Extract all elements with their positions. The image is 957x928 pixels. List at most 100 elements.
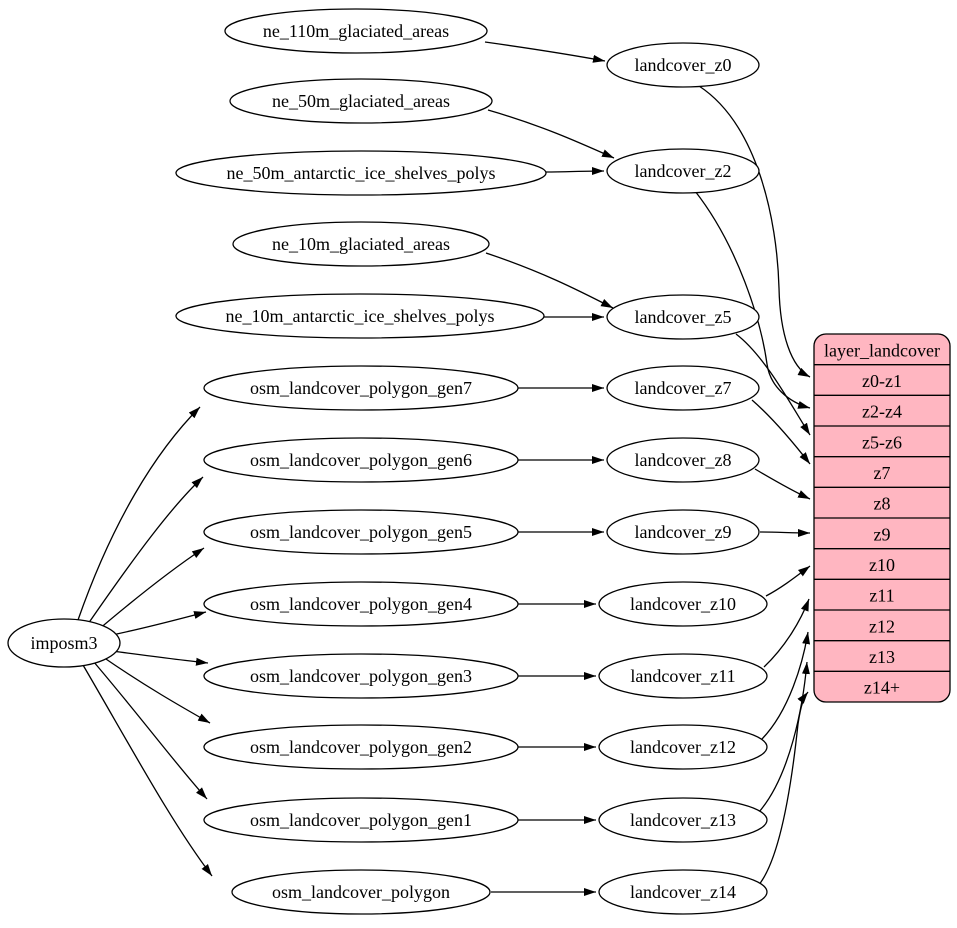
edge-imposm3-to-osm_landcover_polygon_gen5 bbox=[97, 547, 205, 631]
node-label: imposm3 bbox=[30, 633, 97, 653]
record-row-z2-z4: z2-z4 bbox=[862, 402, 902, 422]
node-landcover_z10: landcover_z10 bbox=[598, 581, 768, 627]
node-label: osm_landcover_polygon_gen5 bbox=[250, 522, 472, 542]
record-row-z7: z7 bbox=[874, 463, 891, 483]
node-label: ne_110m_glaciated_areas bbox=[263, 21, 449, 41]
edge-imposm3-to-osm_landcover_polygon_gen3 bbox=[111, 650, 209, 666]
node-label: landcover_z5 bbox=[635, 307, 732, 327]
node-landcover_z5: landcover_z5 bbox=[606, 294, 760, 340]
node-ellipse bbox=[606, 42, 760, 88]
node-label: landcover_z2 bbox=[635, 161, 732, 181]
node-ne_10m_glaciated_areas: ne_10m_glaciated_areas bbox=[232, 221, 490, 267]
node-ellipse bbox=[606, 509, 760, 555]
node-label: osm_landcover_polygon_gen4 bbox=[250, 594, 472, 614]
edge-ne_10m_glaciated_areas-to-landcover_z5 bbox=[485, 252, 614, 309]
node-landcover_z9: landcover_z9 bbox=[606, 509, 760, 555]
node-label: landcover_z13 bbox=[630, 810, 736, 830]
edge-imposm3-to-osm_landcover_polygon_gen2 bbox=[102, 656, 211, 724]
table-node-layer_landcover: layer_landcover z0-z1 z2-z4 z5-z6 z7 z8 z9 z10 z… bbox=[813, 333, 951, 703]
edge-ne_110m_glaciated_areas-to-landcover_z0 bbox=[484, 41, 606, 63]
node-ellipse bbox=[175, 150, 547, 196]
node-label: landcover_z10 bbox=[630, 594, 736, 614]
node-ellipse bbox=[203, 581, 519, 627]
node-osm_landcover_polygon_gen5: osm_landcover_polygon_gen5 bbox=[203, 509, 519, 555]
node-ellipse bbox=[203, 365, 519, 411]
record-row-z10: z10 bbox=[869, 555, 895, 575]
edge-landcover_z7-to-row-z7 bbox=[751, 399, 811, 465]
edge-landcover_z9-to-row-z9 bbox=[759, 528, 811, 537]
edge-imposm3-to-osm_landcover_polygon_gen7 bbox=[77, 406, 201, 621]
node-ne_10m_antarctic_ice_shelves_polys: ne_10m_antarctic_ice_shelves_polys bbox=[175, 293, 545, 339]
node-osm_landcover_polygon_gen6: osm_landcover_polygon_gen6 bbox=[203, 437, 519, 483]
edge-imposm3-to-osm_landcover_polygon_gen1 bbox=[92, 660, 208, 800]
node-label: ne_10m_antarctic_ice_shelves_polys bbox=[226, 306, 495, 326]
node-landcover_z13: landcover_z13 bbox=[598, 797, 768, 843]
node-ellipse bbox=[203, 509, 519, 555]
record-row-z8: z8 bbox=[874, 494, 891, 514]
node-label: osm_landcover_polygon_gen6 bbox=[250, 450, 472, 470]
edge-landcover_z11-to-row-z11 bbox=[763, 598, 810, 668]
node-label: landcover_z12 bbox=[630, 737, 736, 757]
node-ne_50m_glaciated_areas: ne_50m_glaciated_areas bbox=[229, 78, 493, 124]
node-ellipse bbox=[7, 618, 121, 668]
node-label: osm_landcover_polygon_gen7 bbox=[250, 378, 472, 398]
node-ellipse bbox=[606, 437, 760, 483]
edge-imposm3-to-osm_landcover_polygon bbox=[82, 664, 213, 877]
node-ellipse bbox=[606, 294, 760, 340]
node-ne_110m_glaciated_areas: ne_110m_glaciated_areas bbox=[224, 8, 488, 54]
record-title: layer_landcover bbox=[824, 340, 940, 360]
node-ne_50m_antarctic_ice_shelves_polys: ne_50m_antarctic_ice_shelves_polys bbox=[175, 150, 547, 196]
node-landcover_z14: landcover_z14 bbox=[598, 869, 768, 915]
node-ellipse bbox=[598, 724, 768, 770]
edge-landcover_z12-to-row-z12 bbox=[761, 631, 811, 740]
node-osm_landcover_polygon_gen7: osm_landcover_polygon_gen7 bbox=[203, 365, 519, 411]
node-imposm3: imposm3 bbox=[7, 618, 121, 668]
node-label: ne_50m_glaciated_areas bbox=[272, 91, 450, 111]
node-label: ne_10m_glaciated_areas bbox=[272, 234, 450, 254]
record-row-z11: z11 bbox=[869, 586, 894, 606]
edge-imposm3-to-osm_landcover_polygon_gen6 bbox=[87, 476, 204, 625]
node-ellipse bbox=[229, 78, 493, 124]
node-landcover_z12: landcover_z12 bbox=[598, 724, 768, 770]
record-row-z5-z6: z5-z6 bbox=[862, 432, 902, 452]
record-row-z0-z1: z0-z1 bbox=[862, 371, 902, 391]
node-landcover_z8: landcover_z8 bbox=[606, 437, 760, 483]
node-label: landcover_z0 bbox=[635, 55, 732, 75]
node-label: osm_landcover_polygon bbox=[272, 882, 450, 902]
record-row-z12: z12 bbox=[869, 616, 895, 636]
node-label: osm_landcover_polygon_gen1 bbox=[250, 810, 472, 830]
node-ellipse bbox=[598, 653, 768, 699]
node-ellipse bbox=[231, 869, 491, 915]
node-ellipse bbox=[203, 437, 519, 483]
node-label: osm_landcover_polygon_gen3 bbox=[250, 666, 472, 686]
edge-landcover_z10-to-row-z10 bbox=[765, 565, 811, 597]
node-label: landcover_z7 bbox=[635, 378, 732, 398]
node-ellipse bbox=[598, 797, 768, 843]
edge-landcover_z14-to-row-z14+ bbox=[757, 691, 809, 887]
node-label: landcover_z11 bbox=[630, 666, 735, 686]
node-osm_landcover_polygon_gen2: osm_landcover_polygon_gen2 bbox=[203, 724, 519, 770]
node-osm_landcover_polygon_gen1: osm_landcover_polygon_gen1 bbox=[203, 797, 519, 843]
node-osm_landcover_polygon: osm_landcover_polygon bbox=[231, 869, 491, 915]
node-landcover_z2: landcover_z2 bbox=[606, 148, 760, 194]
node-ellipse bbox=[598, 869, 768, 915]
node-ellipse bbox=[203, 653, 519, 699]
node-ellipse bbox=[203, 797, 519, 843]
node-label: osm_landcover_polygon_gen2 bbox=[250, 737, 472, 757]
record-row-z9: z9 bbox=[874, 524, 891, 544]
node-label: landcover_z9 bbox=[635, 522, 732, 542]
node-label: ne_50m_antarctic_ice_shelves_polys bbox=[227, 163, 496, 183]
edge-landcover_z0-to-row-z0-z1 bbox=[698, 85, 811, 378]
node-ellipse bbox=[224, 8, 488, 54]
node-landcover_z0: landcover_z0 bbox=[606, 42, 760, 88]
edge-landcover_z8-to-row-z8 bbox=[754, 468, 811, 500]
edge-ne_50m_antarctic_ice_shelves_polys-to-landcover_z2 bbox=[545, 167, 605, 176]
record-row-z13: z13 bbox=[869, 647, 895, 667]
node-label: landcover_z14 bbox=[630, 882, 736, 902]
node-ellipse bbox=[598, 581, 768, 627]
edge-ne_50m_glaciated_areas-to-landcover_z2 bbox=[487, 109, 615, 159]
node-landcover_z7: landcover_z7 bbox=[606, 365, 760, 411]
node-landcover_z11: landcover_z11 bbox=[598, 653, 768, 699]
